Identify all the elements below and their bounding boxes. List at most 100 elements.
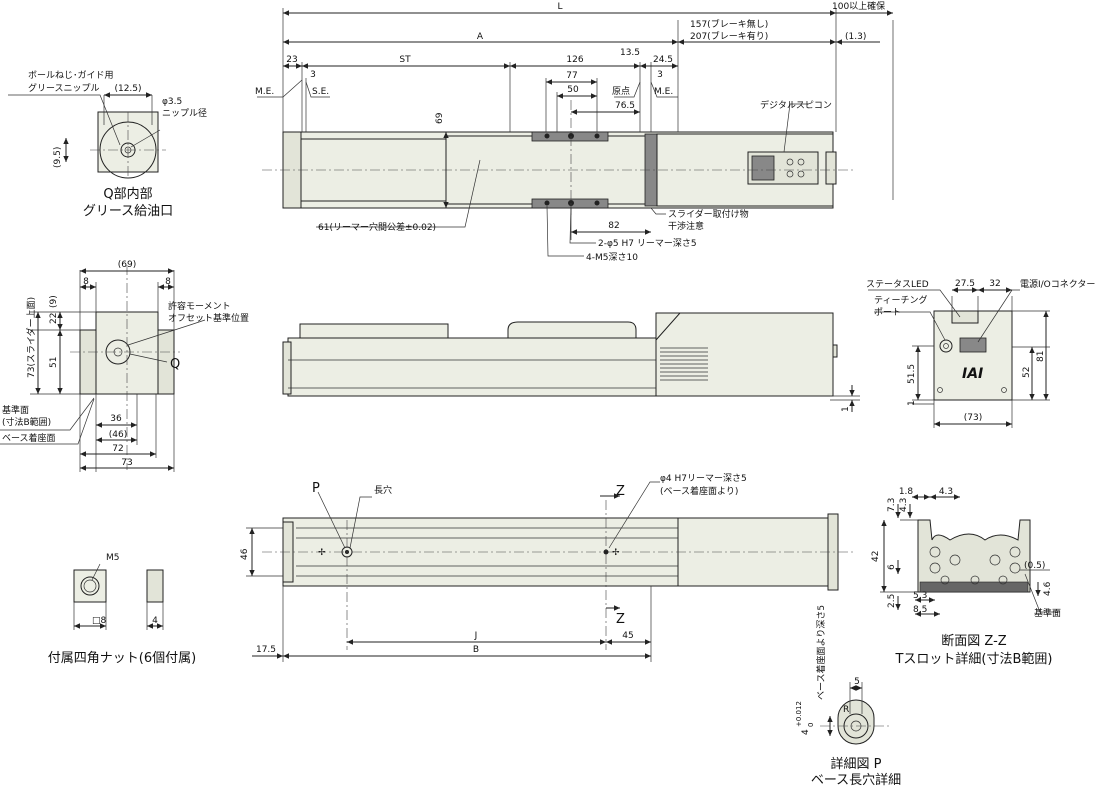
q-dim-w: (12.5) [114,84,141,94]
p-tol-sub: 0 [807,723,815,727]
label-teach1: ティーチング [874,294,927,306]
label-origin: 原点 [612,86,630,97]
nut-caption: 付属四角ナット(6個付属) [48,651,196,666]
zz-d6: 6 [887,564,897,570]
end-left-d73: 73 [121,458,132,468]
dim-17-5: 17.5 [256,645,276,655]
zz-d4-3b: 4.3 [899,498,909,512]
teaching-port-icon [939,339,953,353]
dim-23: 23 [286,55,297,65]
dim-46-bottom: 46 [240,548,250,560]
q-note1: ボールねじ･ガイド用 [28,70,114,81]
moment-label1: 許容モーメント [168,300,231,312]
hole-icon [544,200,550,206]
zz-ref: 基準面 [1034,607,1061,619]
spicon-button-icon [786,158,794,166]
end-left-d8b: 8 [165,277,171,287]
dim-L: L [557,2,562,12]
p-d5: 5 [854,677,860,687]
end-left-d73-slider: 73(スライダー上面) [25,297,37,378]
side-view: 1 [282,312,860,412]
z-marker-bottom: Z [616,612,625,627]
q-dim-phi-label: ニップル径 [162,107,207,119]
dim-brake-long: 207(ブレーキ有り) [690,30,768,42]
p-tol-base: 4 [801,729,811,735]
dim-B: B [473,645,479,655]
end-left-d51: 51 [49,357,59,368]
dim-76-5: 76.5 [615,101,635,111]
dim-3-right: 3 [657,70,663,80]
end-left-d69: (69) [118,260,136,270]
zz-d4-6: 4.6 [1043,581,1053,596]
dim-51-5: 51.5 [907,364,917,384]
nut-d4: 4 [152,616,158,626]
section-zz: 1.8 4.3 7.3 4.3 42 6 2.5 5.3 8.5 (0.5) 4… [871,487,1061,667]
dim-69: 69 [435,112,445,124]
label-reamer1: φ4 H7リーマー深さ5 [660,473,747,484]
side-connector [832,344,838,358]
p-title1: 詳細図 P [831,756,882,772]
zz-d7-3: 7.3 [887,498,897,512]
end-view-right: IAI ステータスLED ティーチング ポート 電源I/Oコネクター 27.5 … [866,279,1095,428]
status-led-housing [951,310,979,324]
side-left-cover [299,323,449,339]
spicon-button-icon [797,158,805,166]
zz-d42: 42 [871,551,881,562]
label-reamer-tol: 61(リーマー穴間公差±0.02) [318,221,436,233]
dim-27-5: 27.5 [955,279,975,289]
p-title2: ベース長穴詳細 [811,772,901,788]
side-motor-chamfer [655,312,682,342]
q-dim-phi: φ3.5 [162,97,182,107]
iai-logo: IAI [962,366,983,382]
section-hole-icon [989,554,1001,566]
p-tol-sup: +0.012 [795,701,803,727]
hole-icon [594,200,600,206]
t-slot-band [919,581,1029,593]
zz-d8-5: 8.5 [913,605,927,615]
dim-3-left: 3 [310,70,316,80]
dim-45: 45 [622,631,633,641]
label-m5-holes: 4-M5深さ10 [586,252,638,263]
dim-24-5: 24.5 [653,55,673,65]
section-hole-icon [1009,546,1021,558]
ref-label1: 基準面 [2,404,29,416]
dim-73-right: (73) [964,413,982,423]
dim-gap: (1.3) [845,32,866,42]
label-slider-note1: スライダー取付け物 [668,208,749,220]
cooling-fins [660,347,708,381]
z-marker-top: Z [616,484,625,499]
ref-label3: ベース着座面 [2,432,56,444]
end-left-d46: (46) [109,430,127,440]
zz-d1-8: 1.8 [899,487,914,497]
q-title1: Q部内部 [103,186,152,202]
screw-icon [1001,387,1007,393]
end-left-d22: 22 [49,313,59,324]
dim-13-5: 13.5 [620,48,640,58]
label-reamer2: (ベース着座面より) [660,485,738,497]
p-depth: ベース着座面より深さ5 [815,605,827,700]
slot-outline [837,699,875,745]
nut-sq8: □8 [92,616,107,626]
dim-32: 32 [989,279,1000,289]
dim-50: 50 [567,85,579,95]
label-slider-note2: 干渉注意 [668,220,704,232]
bottom-view: ✢ ✢ P 長穴 Z Z φ4 H7リーマー深さ5 (ベース着座面より) 46 … [240,473,856,662]
top-view: L 100以上確保 157(ブレーキ無し) 207(ブレーキ有り) (1.3) … [255,0,894,263]
top-end-plate [825,151,837,185]
end-left-d9: (9) [49,295,59,308]
cross-mark-icon: ✢ [318,548,326,558]
end-view-left: (69) 8 8 (9) 22 51 73(スライダー上面) 36 (46) 7… [0,260,249,472]
q-note2: グリースニップル [28,82,100,94]
detail-p: 5 R ベース着座面より深さ5 4 +0.012 0 詳細図 P ベース長穴詳細 [795,605,901,788]
side-d1: 1 [841,406,851,412]
screw-icon [937,387,943,393]
dim-A: A [477,32,484,42]
label-me-left: M.E. [255,87,274,97]
label-slot: 長穴 [374,484,392,496]
zz-d5-3: 5.3 [913,591,927,601]
spicon-display [751,155,775,181]
p-marker: P [312,481,320,496]
zz-title2: Tスロット詳細(寸法B範囲) [894,651,1052,667]
t-slot-icon [940,575,950,585]
